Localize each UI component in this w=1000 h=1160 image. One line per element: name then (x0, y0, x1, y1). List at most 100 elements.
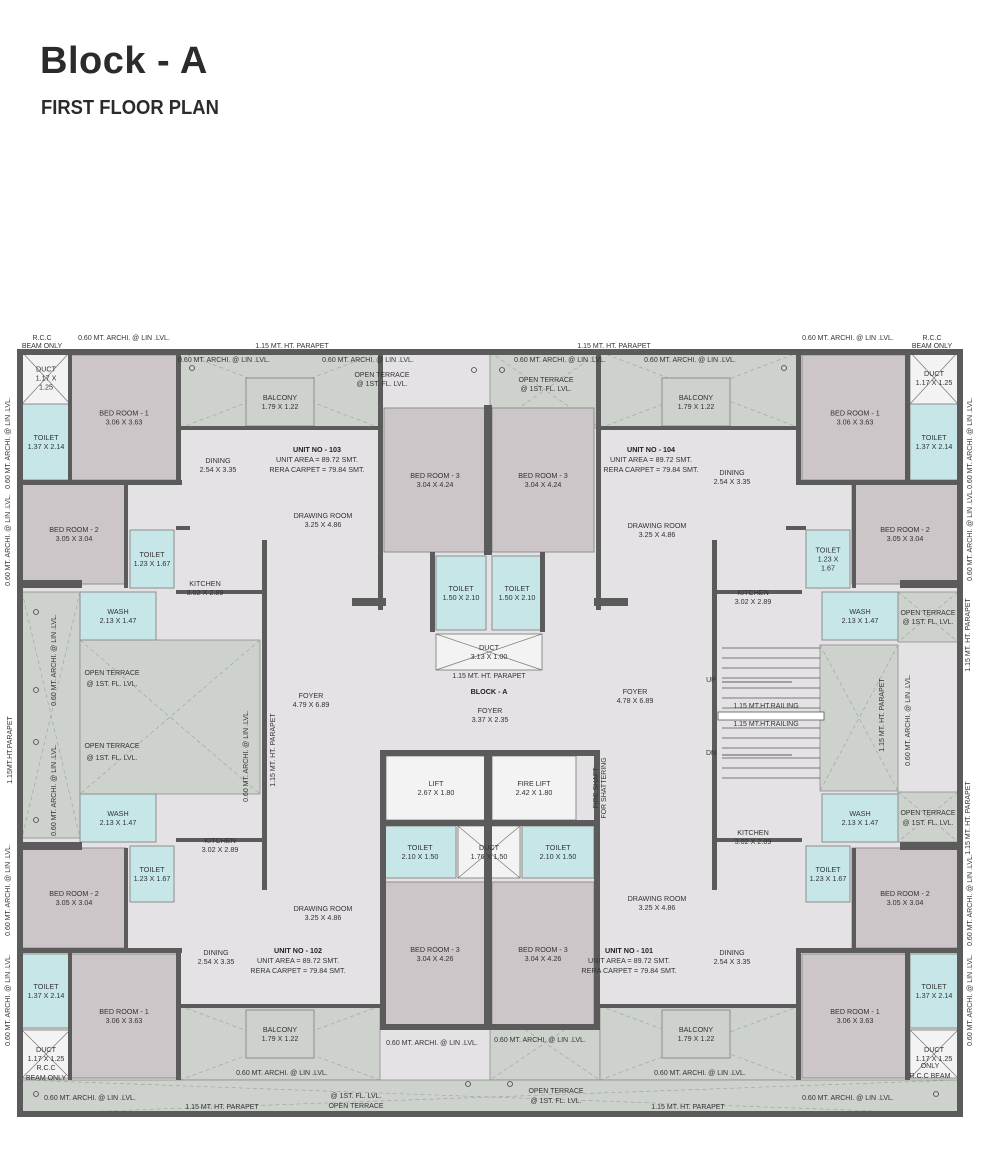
annotation-v-archi-r3: 0.60 MT. ARCHI. @ LIN .LVL. (905, 674, 912, 766)
stair-landing-rail (717, 711, 825, 721)
room-label-duct-102: DUCT (36, 1045, 57, 1054)
room-label-kitchen-103: KITCHEN (189, 579, 221, 588)
room-toilet-f (521, 825, 595, 879)
room-label-duct-103: 1.17 X (36, 374, 57, 383)
wall (484, 750, 492, 1030)
room-label-toilet-c: 1.50 X 2.10 (443, 593, 480, 602)
unit-label-unit-101: UNIT NO - 101 (605, 946, 653, 955)
unit-label-unit-104: RERA CARPET = 79.84 SMT. (603, 465, 698, 474)
room-toilet-b-101 (805, 845, 851, 903)
room-label-bedroom3b: 3.04 X 4.24 (525, 480, 562, 489)
room-label-bedroom3c: 3.04 X 4.26 (417, 954, 454, 963)
room-toilet-a-103 (21, 403, 71, 481)
room-label-bedroom2-102: BED ROOM - 2 (49, 889, 99, 898)
annotation-terrace-top-right-2: @ 1ST. FL. LVL. (521, 386, 572, 393)
annotation-rcc-top-right: R.C.C (922, 335, 941, 342)
annotation-rcc-top-left: R.C.C (32, 335, 51, 342)
room-label-kitchen-102: 3.02 X 2.89 (202, 845, 239, 854)
annotation-terrace-left-2b: @ 1ST. FL. LVL. (87, 755, 138, 762)
annotation-terrace-bot-mid-2: OPEN TERRACE (328, 1103, 383, 1110)
room-label-duct-mid-bottom: DUCT (479, 843, 500, 852)
room-bedroom1-103 (69, 354, 179, 481)
room-label-duct-mid-top: 3.13 X 1.00 (471, 652, 508, 661)
annotation-terrace-top-right: OPEN TERRACE (518, 377, 573, 384)
room-label-duct-103: DUCT (36, 365, 57, 374)
wall (124, 848, 128, 952)
annotation-parapet-bot-left: 1.15 MT. HT. PARAPET (185, 1104, 259, 1111)
staircase (717, 647, 825, 779)
terrace-slope-line (21, 591, 81, 839)
room-label-bedroom1-101: BED ROOM - 1 (830, 1007, 880, 1016)
room-wash-104 (821, 591, 899, 641)
wall (594, 598, 628, 606)
annotation-terrace-top-left: OPEN TERRACE (354, 372, 409, 379)
annotation-archi-balc-4: 0.60 MT. ARCHI. @ LIN .LVL. (644, 357, 736, 364)
annotation-v-archi-l1: 0.60 MT. ARCHI. @ LIN .LVL. (5, 397, 12, 489)
rwp-pipe-icon (189, 365, 195, 371)
annotation-v-shaft-2: FOR SHATTERING (601, 757, 608, 818)
room-balcony-102 (245, 1009, 315, 1059)
room-label-kitchen-102: KITCHEN (204, 836, 236, 845)
annotation-railing-2: 1.15 MT.HT.RAILING (733, 721, 798, 728)
room-label-bedroom3d: BED ROOM - 3 (518, 945, 568, 954)
annotation-rcc-top-left-2: BEAM ONLY (22, 343, 63, 350)
annotation-archi-balc-2: 0.60 MT. ARCHI. @ LIN .LVL. (322, 357, 414, 364)
wall (22, 842, 82, 850)
room-label-toilet-b-103: 1.23 X 1.67 (134, 559, 171, 568)
rwp-pipe-icon (471, 367, 477, 373)
room-label-drawing-101: DRAWING ROOM (628, 894, 687, 903)
terrace-slope-line (897, 791, 959, 843)
annotation-v-parapet-r2: 1.15 MT. HT. PARAPET (965, 781, 972, 855)
room-label-toilet-a-104: TOILET (921, 433, 947, 442)
room-label-bedroom1-104: BED ROOM - 1 (830, 409, 880, 418)
wall (176, 838, 266, 842)
room-bedroom3a (383, 407, 487, 553)
annotation-archi-top-left: 0.60 MT. ARCHI. @ LIN .LVL. (78, 335, 170, 342)
room-label-toilet-b-103: TOILET (139, 550, 165, 559)
room-label-dining-104: DINING (719, 468, 745, 477)
room-toilet-d (491, 555, 543, 631)
wall (594, 750, 600, 1030)
annotation-v-parapet-l: 1.15MT.HT.PARAPET (7, 716, 14, 784)
annotation-v-archi-r5: 0.60 MT. ARCHI. @ LIN .LVL. (967, 954, 974, 1046)
room-label-wash-104: 2.13 X 1.47 (842, 616, 879, 625)
room-wash-103 (79, 591, 157, 641)
room-wash-102 (79, 793, 157, 843)
room-label-drawing-104: 3.25 X 4.86 (639, 530, 676, 539)
room-label-toilet-b-101: 1.23 X 1.67 (810, 874, 847, 883)
room-label-duct-103: 1.25 (39, 383, 53, 392)
terrace-slope-line (21, 1079, 959, 1115)
terrace-slope-line (897, 591, 959, 643)
room-toilet-b-102 (129, 845, 175, 903)
room-bedroom2-101 (851, 847, 959, 949)
room-label-fire-lift: 2.42 X 1.80 (516, 788, 553, 797)
wall (796, 948, 958, 953)
annotation-archi-bot-left: 0.60 MT. ARCHI. @ LIN .LVL. (44, 1095, 136, 1102)
room-label-foyer-center: FOYER (478, 706, 503, 715)
room-label-duct-mid-bottom: 1.76 X 1.50 (471, 852, 508, 861)
room-toilet-e (383, 825, 457, 879)
room-label-drawing-101: 3.25 X 4.86 (639, 903, 676, 912)
rwp-pipe-icon (933, 1091, 939, 1097)
room-label-duct-104: DUCT (924, 369, 945, 378)
wall (905, 950, 910, 1080)
annotation-parapet-bot-right: 1.15 MT. HT. PARAPET (651, 1104, 725, 1111)
terrace-slope-line (897, 591, 959, 643)
wall (176, 950, 181, 1080)
annotation-archi-balc-3: 0.60 MT. ARCHI. @ LIN .LVL. (514, 357, 606, 364)
room-label-duct-101: 1.17 X 1.25 (916, 1054, 953, 1063)
annotation-rcc-top-right-2: BEAM ONLY (912, 343, 953, 350)
room-label-bedroom1-101: 3.06 X 3.63 (837, 1016, 874, 1025)
unit-label-unit-104: UNIT AREA = 89.72 SMT. (610, 455, 692, 464)
rwp-pipe-icon (33, 609, 39, 615)
room-toilet-a-102 (21, 953, 71, 1029)
wall (352, 598, 386, 606)
room-label-kitchen-101: 3.02 X 2.89 (735, 837, 772, 846)
room-label-dining-102: DINING (203, 948, 229, 957)
annotation-archi-balc-1: 0.60 MT. ARCHI. @ LIN .LVL. (178, 357, 270, 364)
wall (176, 352, 181, 480)
wall (22, 580, 82, 588)
room-label-toilet-b-104: 1.67 (821, 564, 835, 573)
room-label-duct-101: DUCT (924, 1045, 945, 1054)
room-label-bedroom1-104: 3.06 X 3.63 (837, 418, 874, 427)
